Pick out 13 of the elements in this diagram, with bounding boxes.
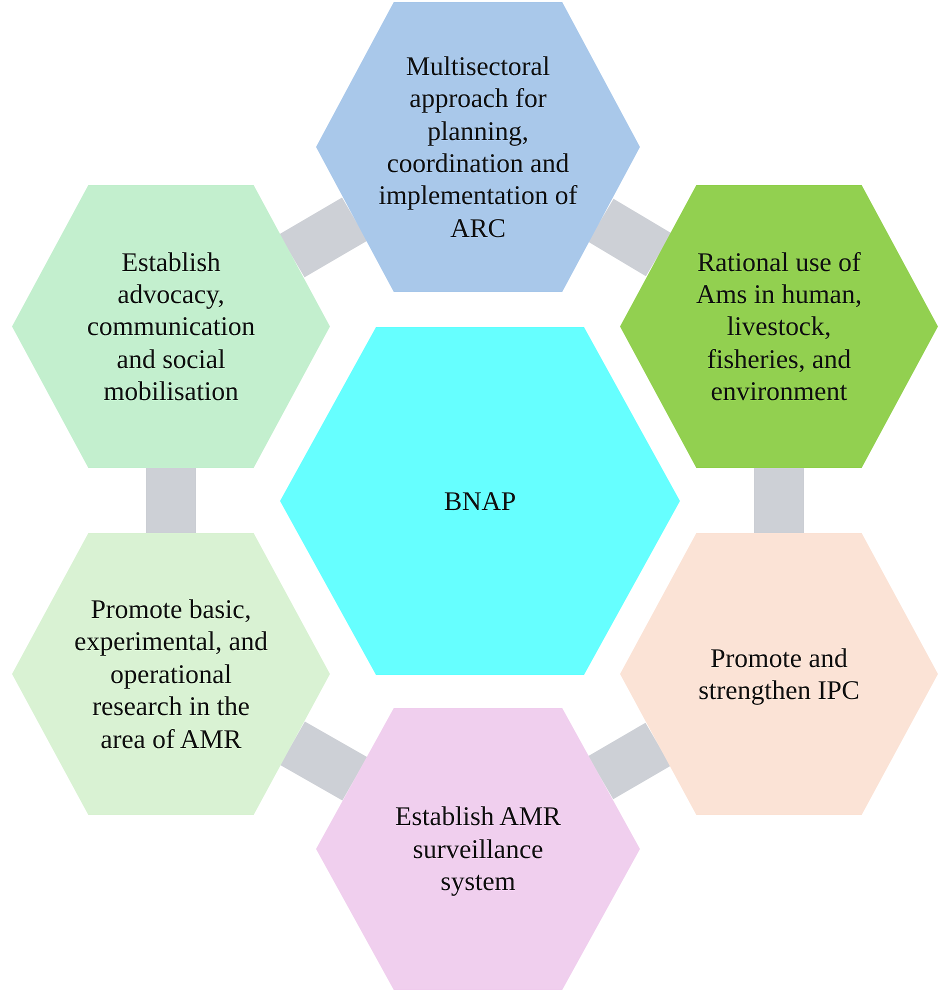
connector-band: [588, 198, 672, 276]
hexagon-label: Promote and strengthen IPC: [697, 642, 861, 706]
hexagon-label: Establish AMR surveillance system: [394, 800, 562, 898]
connector-band: [588, 722, 671, 800]
hexagon-label: Promote basic, experimental, and operational research in the area of AMR: [73, 593, 269, 755]
connector-band: [280, 722, 368, 800]
connector-band: [279, 198, 368, 278]
hexagon-label: BNAP: [444, 484, 516, 518]
hexagon-label: Establish advocacy, communication and social mobilisation: [86, 246, 256, 408]
hexagon-label: Rational use of Ams in human, livestock, fisheries, and environment: [695, 246, 863, 408]
connector-band: [146, 468, 196, 533]
connector-band: [754, 468, 804, 533]
hexagon-label: Multisectoral approach for planning, coordination and implementation of ARC: [378, 50, 578, 244]
